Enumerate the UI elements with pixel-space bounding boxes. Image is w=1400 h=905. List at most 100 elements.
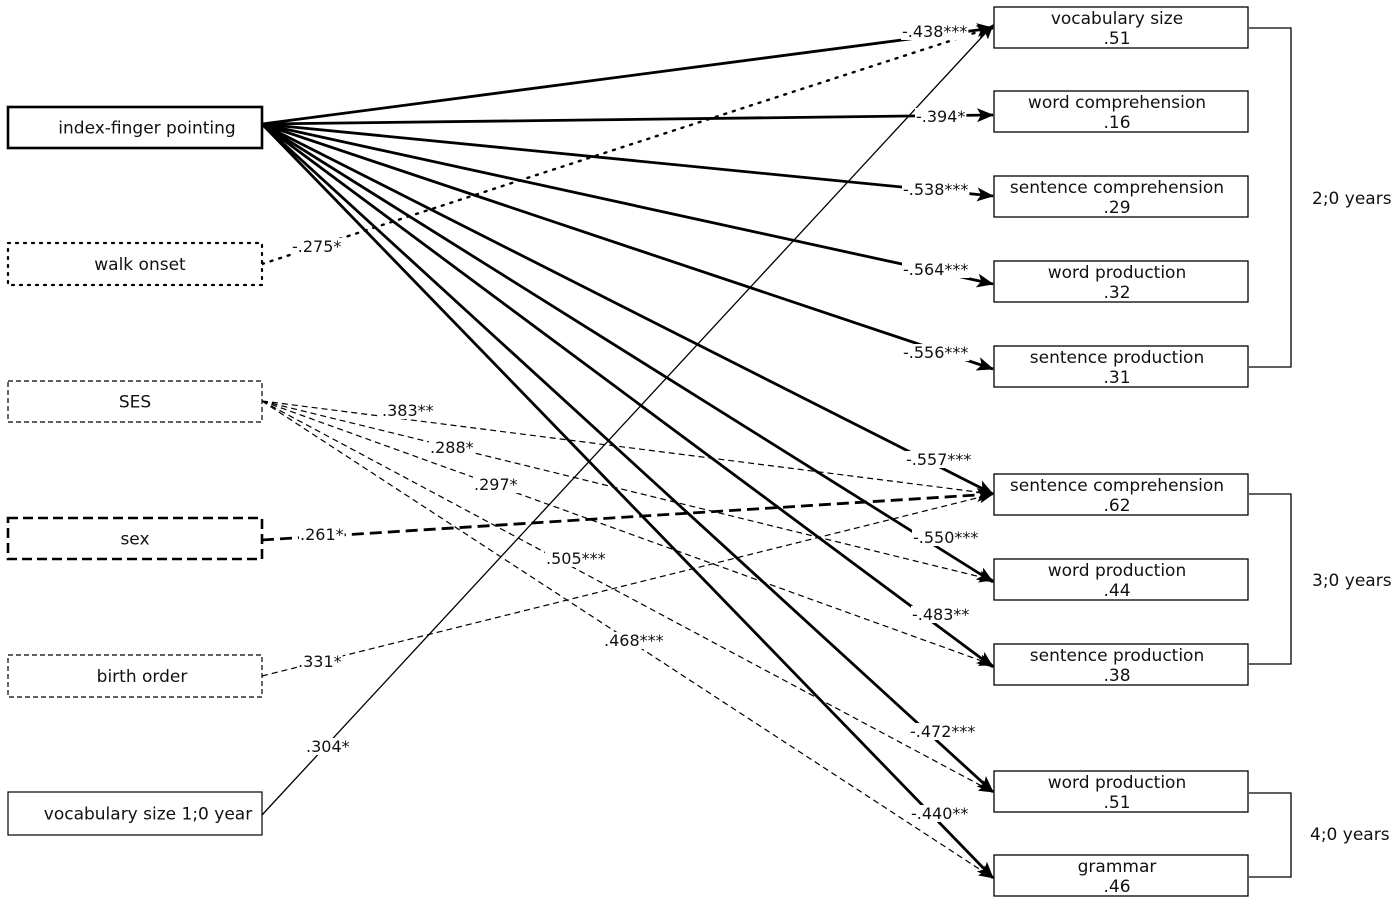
path-coefficient: .331* xyxy=(298,652,342,671)
path-coefficients: -.438***-.394*-.538***-.564***-.556***-.… xyxy=(291,22,980,823)
outcome-label: sentence production xyxy=(1030,348,1204,368)
outcome-box xyxy=(993,770,1249,813)
outcome-r-squared: .62 xyxy=(1103,496,1130,516)
path-coefficient: .505*** xyxy=(546,549,606,568)
coefficient-backing xyxy=(381,402,435,419)
predictor-node-walk: walk onset xyxy=(6,241,264,287)
predictor-label: walk onset xyxy=(94,255,186,275)
path-coefficient: .261* xyxy=(300,525,344,544)
coefficient-backing xyxy=(902,261,970,278)
predictor-node-sex: sex xyxy=(6,516,264,561)
coefficient-backing xyxy=(299,526,345,543)
path-coefficient: .468*** xyxy=(604,631,664,650)
outcome-node-o2: word comprehension.16 xyxy=(993,90,1249,133)
path-arrow-pointing-to-o3 xyxy=(261,122,994,202)
coefficient-backing xyxy=(912,529,980,546)
coefficient-backing xyxy=(545,550,607,567)
outcome-r-squared: .38 xyxy=(1103,666,1130,686)
predictor-node-vocab10: vocabulary size 1;0 year xyxy=(7,791,263,836)
age-group-label: 4;0 years xyxy=(1310,825,1390,845)
outcome-node-o5: sentence production.31 xyxy=(993,345,1249,388)
coefficient-backing xyxy=(902,181,970,198)
outcome-node-o10: grammar.46 xyxy=(993,854,1249,897)
path-arrow-sex-to-o6 xyxy=(261,488,994,542)
coefficient-backing xyxy=(902,344,970,361)
outcome-node-o7: word production.44 xyxy=(993,558,1249,601)
age-group-label: 2;0 years xyxy=(1312,189,1392,209)
coefficient-backing xyxy=(291,238,343,255)
coefficient-backing xyxy=(905,451,973,468)
outcome-node-o4: word production.32 xyxy=(993,260,1249,303)
coefficient-backing xyxy=(429,439,475,456)
coefficient-backing xyxy=(473,476,519,493)
path-arrow-vocab10-to-o1 xyxy=(261,24,994,816)
coefficient-backing xyxy=(915,108,967,125)
path-coefficient: .288* xyxy=(430,438,474,457)
path-arrow-pointing-to-o2 xyxy=(261,108,994,126)
path-coefficient: -.472*** xyxy=(910,722,975,741)
outcome-box xyxy=(993,854,1249,897)
age-bracket xyxy=(1249,27,1292,368)
predictor-box xyxy=(6,105,264,150)
path-coefficient: -.550*** xyxy=(913,528,978,547)
path-arrow-pointing-to-o6 xyxy=(261,122,994,496)
path-arrow-pointing-to-o1 xyxy=(261,23,994,126)
path-arrow-ses-to-o9 xyxy=(261,400,994,793)
path-arrows xyxy=(260,23,995,879)
outcome-r-squared: .32 xyxy=(1103,283,1130,303)
outcome-r-squared: .51 xyxy=(1103,29,1130,49)
path-coefficient: -.564*** xyxy=(903,260,968,279)
outcome-r-squared: .44 xyxy=(1103,581,1130,601)
predictor-box xyxy=(7,380,263,423)
outcome-label: grammar xyxy=(1078,857,1157,877)
outcome-box xyxy=(993,643,1249,686)
path-arrow-pointing-to-o9 xyxy=(261,122,994,794)
age-brackets: 2;0 years 3;0 years 4;0 years xyxy=(1249,27,1392,878)
outcome-node-o8: sentence production.38 xyxy=(993,643,1249,686)
outcome-box xyxy=(993,90,1249,133)
coefficient-backing xyxy=(603,632,665,649)
outcome-node-o6: sentence comprehension.62 xyxy=(993,473,1249,516)
predictor-box xyxy=(7,791,263,836)
outcome-label: sentence production xyxy=(1030,646,1204,666)
outcome-box xyxy=(993,175,1249,218)
predictor-box xyxy=(7,654,263,698)
outcome-box xyxy=(993,260,1249,303)
outcome-r-squared: .29 xyxy=(1103,198,1130,218)
path-arrow-ses-to-o10 xyxy=(261,400,994,879)
path-coefficient: .383** xyxy=(382,401,434,420)
predictor-box xyxy=(6,241,264,287)
path-arrow-pointing-to-o7 xyxy=(261,122,994,584)
coefficient-backing xyxy=(305,738,351,755)
predictor-label: birth order xyxy=(97,667,188,687)
age-bracket xyxy=(1249,792,1292,878)
predictor-node-birth: birth order xyxy=(7,654,263,698)
predictor-node-ses: SES xyxy=(7,380,263,423)
age-group-label: 3;0 years xyxy=(1312,571,1392,591)
predictor-label: index-finger pointing xyxy=(58,119,235,139)
outcome-box xyxy=(993,558,1249,601)
coefficient-backing xyxy=(901,23,969,40)
outcome-r-squared: .46 xyxy=(1103,877,1130,897)
outcome-node-o1: vocabulary size.51 xyxy=(993,6,1249,49)
path-coefficient: -.438*** xyxy=(902,22,967,41)
path-arrow-birth-to-o6 xyxy=(261,491,994,677)
outcome-r-squared: .51 xyxy=(1103,793,1130,813)
path-arrow-pointing-to-o4 xyxy=(261,122,994,288)
outcome-label: vocabulary size xyxy=(1051,9,1183,29)
path-coefficient: -.483** xyxy=(912,605,969,624)
path-arrow-walk-to-o1 xyxy=(260,25,995,266)
outcome-label: sentence comprehension xyxy=(1010,476,1224,496)
outcome-box xyxy=(993,6,1249,49)
coefficient-backing xyxy=(909,723,977,740)
coefficient-backing xyxy=(911,606,971,623)
path-coefficient: -.557*** xyxy=(906,450,971,469)
outcome-label: sentence comprehension xyxy=(1010,178,1224,198)
predictor-label: sex xyxy=(120,530,149,550)
predictor-node-pointing: index-finger pointing xyxy=(6,105,264,150)
outcome-node-o3: sentence comprehension.29 xyxy=(993,175,1249,218)
path-arrow-pointing-to-o10 xyxy=(260,123,995,879)
age-bracket xyxy=(1249,493,1292,665)
